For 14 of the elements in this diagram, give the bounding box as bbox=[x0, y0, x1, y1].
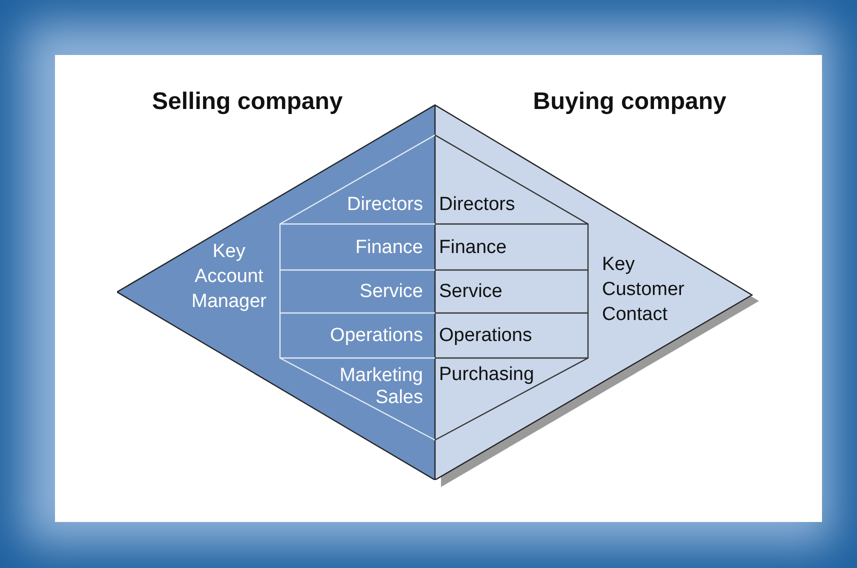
role-label: Key Account Manager bbox=[190, 240, 268, 314]
row-label: Directors bbox=[435, 186, 588, 224]
row-label: Directors bbox=[280, 186, 435, 224]
row-label: Operations bbox=[280, 313, 435, 358]
row-label: Service bbox=[435, 270, 588, 313]
row-label: Finance bbox=[435, 226, 588, 270]
row-label: Operations bbox=[435, 313, 588, 358]
role-label: Key Customer Contact bbox=[602, 253, 686, 327]
heading: Buying company bbox=[533, 88, 726, 116]
row-label: Marketing Sales bbox=[310, 360, 435, 414]
heading: Selling company bbox=[152, 88, 343, 116]
row-label: Service bbox=[280, 270, 435, 313]
row-label: Finance bbox=[280, 226, 435, 270]
row-label: Purchasing bbox=[435, 358, 588, 392]
